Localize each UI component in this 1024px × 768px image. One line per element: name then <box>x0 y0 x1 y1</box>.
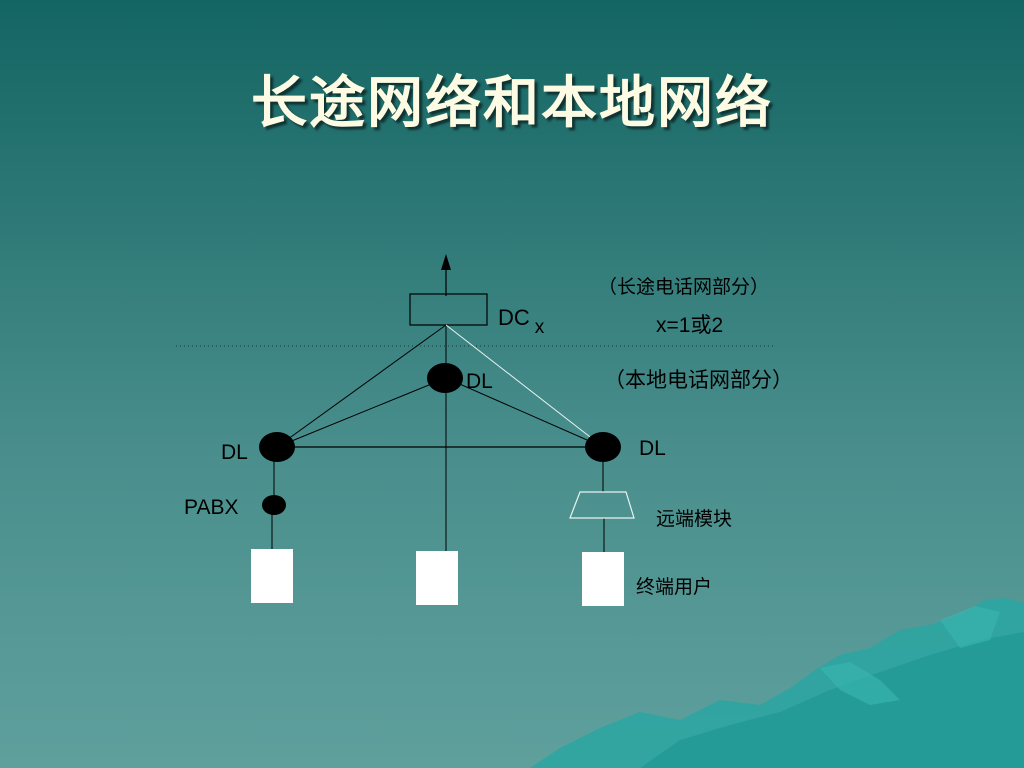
terminal-box-center <box>416 551 458 605</box>
terminal-box-left <box>251 549 293 603</box>
x-note-label: x=1或2 <box>656 314 724 337</box>
dl-left-node <box>259 432 295 462</box>
dl-right-label: DL <box>639 437 666 460</box>
link-dlc-dl-right <box>445 377 604 448</box>
pabx-label: PABX <box>184 496 239 519</box>
slide-title: 长途网络和本地网络 <box>251 70 773 136</box>
long-distance-part-label: （长途电话网部分） <box>598 276 770 298</box>
remote-module-label: 远端模块 <box>656 508 733 530</box>
mountain-ridge <box>820 606 1000 705</box>
link-dlc-dl-left <box>276 377 447 448</box>
dl-right-node <box>585 432 621 462</box>
link-dc-dl-right <box>445 324 604 448</box>
remote-module-shape <box>569 491 635 519</box>
terminal-user-label: 终端用户 <box>636 576 713 598</box>
dc-box <box>409 293 488 326</box>
mountain-highlight <box>640 632 1024 768</box>
pabx-node <box>262 495 286 515</box>
dc-label-subscript: x <box>534 317 545 338</box>
dl-center-label: DL <box>466 370 493 393</box>
dl-left-label: DL <box>221 441 248 464</box>
dc-label-text: DC <box>498 305 530 330</box>
terminal-box-right <box>582 552 624 606</box>
uplink-arrow-icon <box>441 254 451 270</box>
local-part-label: （本地电话网部分） <box>604 368 793 392</box>
dl-center-node <box>427 363 463 393</box>
link-dc-dl-left <box>276 324 447 448</box>
